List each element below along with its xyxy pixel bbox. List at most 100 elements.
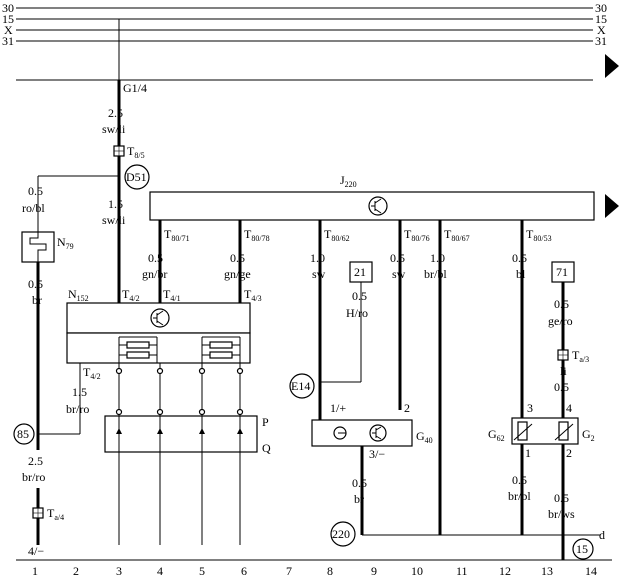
pin-t80-67-label: T80/67	[444, 227, 470, 243]
wire-color-label: br/ro	[22, 470, 45, 484]
rail-label-30-right: 30	[595, 1, 607, 15]
column-number: 13	[541, 564, 553, 577]
pin-4-minus-label: 4/−	[28, 544, 44, 558]
pin-1-label: 1	[525, 446, 531, 460]
wire-size-label: 0.5	[28, 184, 43, 198]
j220-label: J220	[340, 173, 357, 189]
node-e14-circle	[289, 373, 315, 399]
g62-thermistor-icon	[517, 421, 528, 441]
label-d: d	[599, 528, 605, 542]
pin-t80-78-label: T80/78	[244, 227, 270, 243]
wire-size-label: 0.5	[28, 277, 43, 291]
wire-size-label: 0.5	[554, 297, 569, 311]
rail-label-15-right: 15	[595, 12, 607, 26]
connector-ta3-label: Ta/3	[572, 348, 589, 364]
column-number: 4	[157, 564, 163, 577]
n152-valve-pair-left	[118, 336, 158, 363]
column-number: 2	[73, 564, 79, 577]
label-p: P	[262, 415, 269, 429]
column-number: 7	[286, 564, 292, 577]
wire-size-label: 0.5	[352, 289, 367, 303]
g62-label: G62	[488, 427, 505, 443]
node-220-label: 220	[332, 527, 350, 541]
g40-hall-icon	[369, 424, 387, 442]
rail-label-x-left: X	[4, 23, 13, 37]
pq-component	[104, 415, 258, 453]
column-number: 8	[327, 564, 333, 577]
wire-size-label: 1.5	[72, 385, 87, 399]
wire-color-label: sw/li	[102, 122, 126, 136]
wire-size-label: 0.5	[512, 473, 527, 487]
pin-t4-1-label: T4/1	[163, 287, 181, 303]
wire-color-label: br	[354, 492, 364, 506]
wire-size-label: 0.5	[230, 251, 245, 265]
wire-size-label: 0.5	[352, 476, 367, 490]
rail-lines	[16, 7, 593, 81]
rail-label-x-right: X	[597, 23, 606, 37]
label-q: Q	[262, 441, 271, 455]
wire-size-label: 0.5	[554, 491, 569, 505]
n79-label: N79	[57, 235, 74, 251]
continuation-arrow-bus	[605, 194, 619, 218]
column-number: 3	[116, 564, 122, 577]
wire-size-label: 1.0	[310, 251, 325, 265]
pin-t80-53-label: T80/53	[526, 227, 552, 243]
node-15-circle	[572, 538, 594, 560]
pin-t4-3-label: T4/3	[244, 287, 262, 303]
node-d51-label: D51	[126, 170, 147, 184]
g2-thermistor-icon	[558, 421, 569, 441]
wire-color-label: br/bl	[508, 489, 531, 503]
connector-g14-label: G1/4	[123, 81, 147, 95]
column-number: 12	[499, 564, 511, 577]
wire-size-label: 0.5	[512, 251, 527, 265]
connector-t4-2-lower-label: T4/2	[83, 365, 101, 381]
n152-output-lines	[115, 363, 244, 545]
column-number: 10	[411, 564, 423, 577]
rail-label-15-left: 15	[2, 12, 14, 26]
node-d51-circle	[124, 164, 150, 190]
pin-2-label: 2	[404, 401, 410, 415]
column-number: 1	[32, 564, 38, 577]
column-numbers: 1 2 3 4 5 6 7 8 9 10 11 12 13 14	[32, 564, 597, 577]
wire-color-label: br/ws	[548, 507, 575, 521]
wire-size-label: 0.5	[390, 251, 405, 265]
pin-t80-76-label: T80/76	[404, 227, 430, 243]
pin-t4-2-label: T4/2	[122, 287, 140, 303]
node-15-label: 15	[576, 542, 588, 556]
pin-t80-71-label: T80/71	[164, 227, 190, 243]
n79-symbol	[29, 232, 47, 262]
column-number: 11	[456, 564, 468, 577]
j220-transistor-icon	[368, 196, 388, 216]
connector-t8-5-label: T8/5	[127, 144, 145, 160]
wire-color-label: br/ro	[66, 402, 89, 416]
pin-2-label: 2	[566, 446, 572, 460]
wire-color-label: bl	[516, 267, 526, 281]
wire-color-label: gn/br	[142, 267, 167, 281]
wire-color-label: ge/ro	[548, 314, 573, 328]
pin-4-label: 4	[566, 401, 572, 415]
node-e14-label: E14	[291, 379, 310, 393]
connector-ta4-label: Ta/4	[47, 506, 64, 522]
column-number: 9	[371, 564, 377, 577]
wire-size-label: 1.5	[108, 197, 123, 211]
pin-3-label: 3	[527, 401, 533, 415]
column-number: 5	[199, 564, 205, 577]
g40-label: G40	[416, 429, 433, 445]
wire-color-label: sw	[392, 267, 406, 281]
wire-size-label: 2.5	[108, 106, 123, 120]
node-85-label: 85	[17, 427, 29, 441]
column-number: 14	[585, 564, 597, 577]
node-220-circle	[330, 521, 356, 547]
n152-valve-pair-right	[201, 336, 241, 363]
wire-size-label: 0.5	[554, 380, 569, 394]
continuation-arrow-top	[605, 54, 619, 78]
wire-size-label: 2.5	[28, 454, 43, 468]
wire-color-label: ro/bl	[22, 201, 45, 215]
wire-color-label: H/ro	[346, 306, 368, 320]
wire-size-label: 0.5	[148, 251, 163, 265]
n152-transistor-icon	[150, 308, 170, 328]
column-number: 6	[241, 564, 247, 577]
wire-size-label: 1.0	[430, 251, 445, 265]
n152-label: N152	[68, 287, 89, 303]
wire-color-label: br/bl	[424, 267, 447, 281]
